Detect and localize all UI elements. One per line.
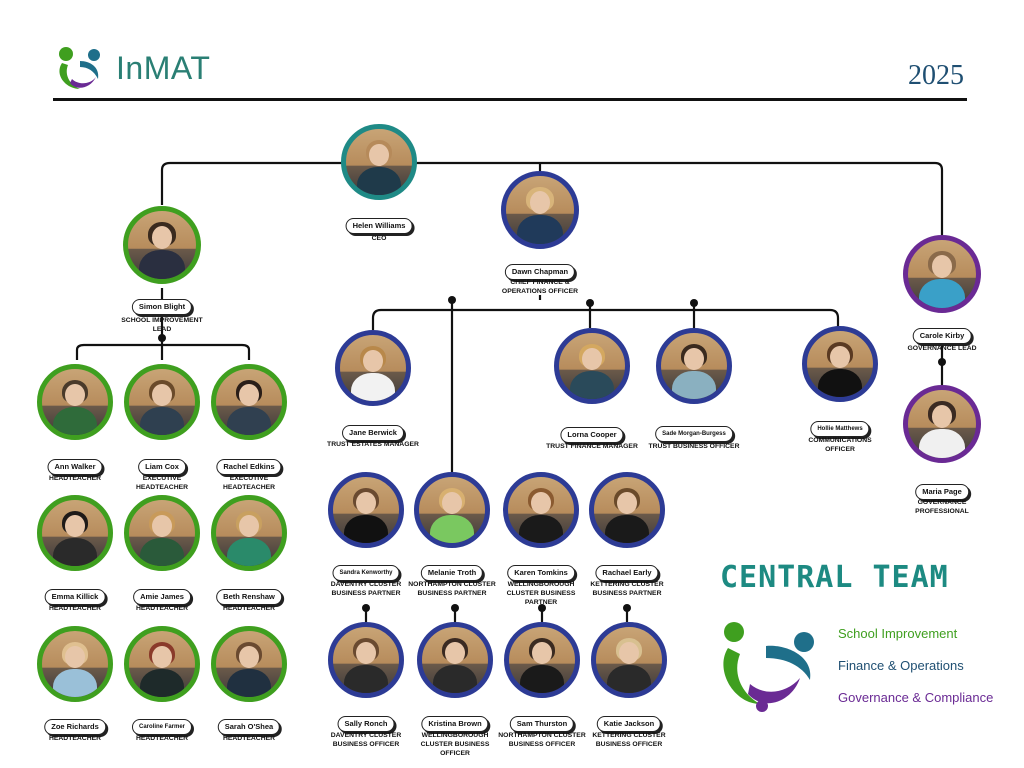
role-label-carole-kirby: GOVERNANCE LEAD <box>907 345 977 352</box>
legend-item-finance-operations: Finance & Operations <box>838 658 964 673</box>
name-label-melanie-troth: Melanie Troth <box>420 565 484 581</box>
name-label-amie-james: Amie James <box>133 589 191 605</box>
avatar-rachel-edkins <box>211 364 287 440</box>
role-label-ann-walker: HEADTEACHER <box>48 475 102 482</box>
role-label-liam-cox: EXECUTIVE HEADTEACHER <box>135 475 189 491</box>
role-label-sally-ronch: DAVENTRY CLUSTER BUSINESS OFFICER <box>330 732 402 748</box>
name-label-sally-ronch: Sally Ronch <box>337 716 395 732</box>
name-label-sarah-o-shea: Sarah O'Shea <box>217 719 281 735</box>
name-label-jane-berwick: Jane Berwick <box>342 425 404 441</box>
role-label-sandra-kenworthy: DAVENTRY CLUSTER BUSINESS PARTNER <box>330 581 402 597</box>
avatar-ann-walker <box>37 364 113 440</box>
central-team-logo-icon <box>723 622 814 712</box>
name-label-caroline-farmer: Caroline Farmer <box>131 719 193 735</box>
role-label-maria-page: GOVERNANCE PROFESSIONAL <box>915 499 969 515</box>
name-label-beth-renshaw: Beth Renshaw <box>216 589 282 605</box>
name-label-carole-kirby: Carole Kirby <box>912 328 972 344</box>
avatar-beth-renshaw <box>211 495 287 571</box>
role-label-sarah-o-shea: HEADTEACHER <box>222 735 276 742</box>
legend-item-school-improvement: School Improvement <box>838 626 958 641</box>
name-label-maria-page: Maria Page <box>915 484 969 500</box>
role-label-simon-blight: SCHOOL IMPROVEMENT LEAD <box>121 317 203 333</box>
name-label-sade-morgan-burgess: Sade Morgan-Burgess <box>655 426 733 442</box>
avatar-simon-blight <box>123 206 201 284</box>
role-label-caroline-farmer: HEADTEACHER <box>135 735 189 742</box>
name-label-simon-blight: Simon Blight <box>131 299 193 315</box>
avatar-sam-thurston <box>504 622 580 698</box>
avatar-liam-cox <box>124 364 200 440</box>
name-label-emma-killick: Emma Killick <box>44 589 106 605</box>
avatar-carole-kirby <box>903 235 981 313</box>
role-label-zoe-richards: HEADTEACHER <box>48 735 102 742</box>
name-label-karen-tomkins: Karen Tomkins <box>507 565 575 581</box>
inmat-logo-icon <box>59 47 100 89</box>
avatar-helen-williams <box>341 124 417 200</box>
legend-title: CENTRAL TEAM <box>720 560 949 595</box>
name-label-hollie-matthews: Hollie Matthews <box>810 421 870 437</box>
name-label-liam-cox: Liam Cox <box>138 459 186 475</box>
name-label-kristina-brown: Kristina Brown <box>421 716 489 732</box>
name-label-rachael-early: Rachael Early <box>595 565 659 581</box>
avatar-hollie-matthews <box>802 326 878 402</box>
avatar-sandra-kenworthy <box>328 472 404 548</box>
avatar-caroline-farmer <box>124 626 200 702</box>
avatar-karen-tomkins <box>503 472 579 548</box>
brand-name: InMAT <box>116 50 211 86</box>
avatar-melanie-troth <box>414 472 490 548</box>
name-label-lorna-cooper: Lorna Cooper <box>560 427 624 443</box>
name-label-dawn-chapman: Dawn Chapman <box>504 264 576 280</box>
role-label-jane-berwick: TRUST ESTATES MANAGER <box>327 441 419 448</box>
avatar-maria-page <box>903 385 981 463</box>
name-label-zoe-richards: Zoe Richards <box>44 719 106 735</box>
role-label-katie-jackson: KETTERING CLUSTER BUSINESS OFFICER <box>592 732 666 748</box>
role-label-hollie-matthews: COMMUNICATIONS OFFICER <box>808 437 872 453</box>
name-label-katie-jackson: Katie Jackson <box>596 716 662 732</box>
role-label-rachel-edkins: EXECUTIVE HEADTEACHER <box>222 475 276 491</box>
role-label-beth-renshaw: HEADTEACHER <box>222 605 276 612</box>
role-label-rachael-early: KETTERING CLUSTER BUSINESS PARTNER <box>590 581 664 597</box>
role-label-lorna-cooper: TRUST FINANCE MANAGER <box>546 443 638 450</box>
name-label-ann-walker: Ann Walker <box>47 459 103 475</box>
role-label-sam-thurston: NORTHAMPTON CLUSTER BUSINESS OFFICER <box>498 732 586 748</box>
role-label-karen-tomkins: WELLINGBOROUGH CLUSTER BUSINESS PARTNER <box>506 581 576 606</box>
avatar-lorna-cooper <box>554 328 630 404</box>
header-divider <box>53 98 967 101</box>
avatar-sade-morgan-burgess <box>656 328 732 404</box>
role-label-melanie-troth: NORTHAMPTON CLUSTER BUSINESS PARTNER <box>408 581 496 597</box>
year-label: 2025 <box>908 60 964 91</box>
avatar-rachael-early <box>589 472 665 548</box>
avatar-emma-killick <box>37 495 113 571</box>
avatar-dawn-chapman <box>501 171 579 249</box>
role-label-dawn-chapman: CHIEF FINANCE & OPERATIONS OFFICER <box>501 279 579 295</box>
role-label-amie-james: HEADTEACHER <box>135 605 189 612</box>
avatar-sally-ronch <box>328 622 404 698</box>
avatar-zoe-richards <box>37 626 113 702</box>
name-label-sandra-kenworthy: Sandra Kenworthy <box>332 565 400 581</box>
name-label-sam-thurston: Sam Thurston <box>509 716 575 732</box>
role-label-sade-morgan-burgess: TRUST BUSINESS OFFICER <box>648 443 740 450</box>
role-label-kristina-brown: WELLINGBOROUGH CLUSTER BUSINESS OFFICER <box>420 732 490 757</box>
avatar-jane-berwick <box>335 330 411 406</box>
legend-item-governance-compliance: Governance & Compliance <box>838 690 994 705</box>
name-label-rachel-edkins: Rachel Edkins <box>216 459 282 475</box>
avatar-amie-james <box>124 495 200 571</box>
role-label-helen-williams: CEO <box>371 235 387 242</box>
name-label-helen-williams: Helen Williams <box>345 218 413 234</box>
role-label-emma-killick: HEADTEACHER <box>48 605 102 612</box>
avatar-katie-jackson <box>591 622 667 698</box>
avatar-sarah-o-shea <box>211 626 287 702</box>
avatar-kristina-brown <box>417 622 493 698</box>
